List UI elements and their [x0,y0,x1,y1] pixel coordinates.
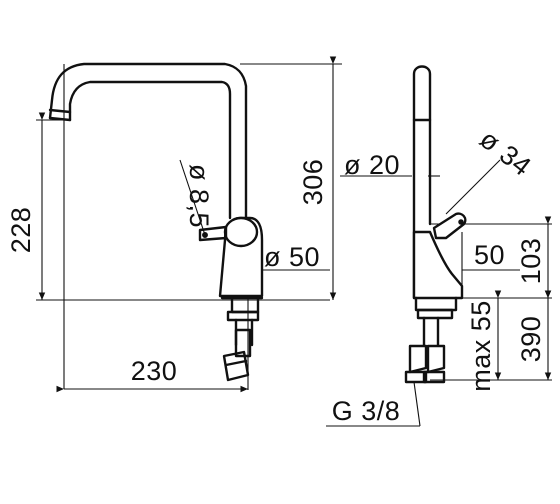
spout-tip [48,116,72,122]
dim-body-label: ø 50 [264,242,320,272]
side-body [412,230,464,300]
side-hose-nut-2 [422,370,446,384]
side-hose-fitting-2 [426,344,446,374]
lever-hub [223,216,259,248]
side-lever [432,212,467,240]
front-view: 228 306 230 ø 8,5 ø 50 [6,56,342,393]
side-lever-dot [458,219,464,225]
spout-outline [48,62,248,220]
side-dim-390-label: 390 [516,316,546,363]
side-fixing-nut [416,308,454,320]
spout-aerator-line [48,108,72,114]
dim-hole-label: ø 8,5 [184,164,214,228]
dim-228-label: 228 [6,207,36,254]
side-shank-washer [414,296,458,312]
dim-230-label: 230 [131,356,178,386]
fixing-nut [226,310,260,322]
hose-fitting-1 [234,328,252,358]
leader-hole [179,159,206,236]
side-dim-max55-label: max 55 [466,300,496,392]
side-hose-fitting-1 [408,344,428,374]
lever-handle [198,225,228,242]
dim-306-label: 306 [298,159,328,206]
leader-lever-dia [445,159,501,215]
side-dim-lever-label: ø 34 [474,124,537,182]
hose-fitting-ring [224,359,248,367]
hose-fitting-2 [222,350,250,382]
side-dim-spout-label: ø 20 [344,150,400,180]
side-dim-103-label: 103 [516,238,546,285]
leader-g38-d [413,381,421,427]
side-dim-50-label: 50 [474,240,505,270]
side-dim-g38-label: G 3/8 [332,396,401,426]
side-view: ø 20 ø 34 50 103 390 max 55 G 3/8 [326,65,552,427]
